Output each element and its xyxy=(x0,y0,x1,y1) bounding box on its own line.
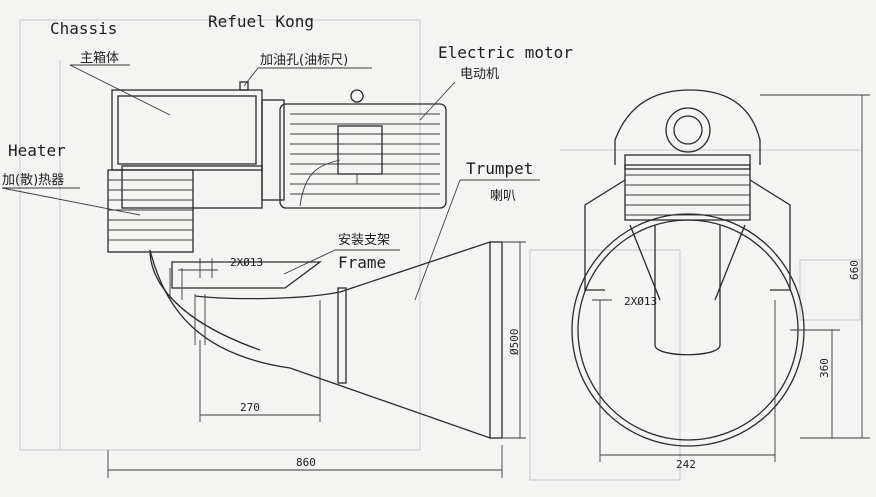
label-chassis-cn: 主箱体 xyxy=(80,50,119,66)
front-view xyxy=(571,89,870,462)
leader-lines xyxy=(1,64,540,301)
chassis-box xyxy=(111,81,263,209)
trumpet-horn xyxy=(149,241,503,439)
label-trumpet-en: Trumpet xyxy=(466,159,533,178)
dim-360: 360 xyxy=(818,358,831,378)
dimension-lines-side xyxy=(107,241,526,478)
dim-hole-right: 2XØ13 xyxy=(624,295,657,308)
dim-500: Ø500 xyxy=(508,329,521,356)
label-refuel-cn: 加油孔(油标尺) xyxy=(260,53,348,68)
label-chassis-en: Chassis xyxy=(50,19,117,38)
label-motor-en: Electric motor xyxy=(438,43,573,62)
dim-hole-left: 2XØ13 xyxy=(230,256,263,269)
label-frame-en: Frame xyxy=(338,253,386,272)
label-motor-cn: 电动机 xyxy=(460,67,499,82)
dim-270: 270 xyxy=(240,401,260,414)
dim-660: 660 xyxy=(848,260,861,280)
mounting-frame xyxy=(169,258,347,384)
label-frame-cn: 安装支架 xyxy=(338,233,390,248)
heater-fins xyxy=(107,169,194,253)
label-heater-en: Heater xyxy=(8,141,66,160)
electric-motor xyxy=(261,89,447,209)
dim-242: 242 xyxy=(676,458,696,471)
background-ghost-lines xyxy=(19,19,861,481)
label-heater-cn: 加(散)热器 xyxy=(2,173,64,188)
label-refuel-en: Refuel Kong xyxy=(208,12,314,31)
dim-860: 860 xyxy=(296,456,316,469)
label-trumpet-cn: 喇叭 xyxy=(490,189,516,204)
